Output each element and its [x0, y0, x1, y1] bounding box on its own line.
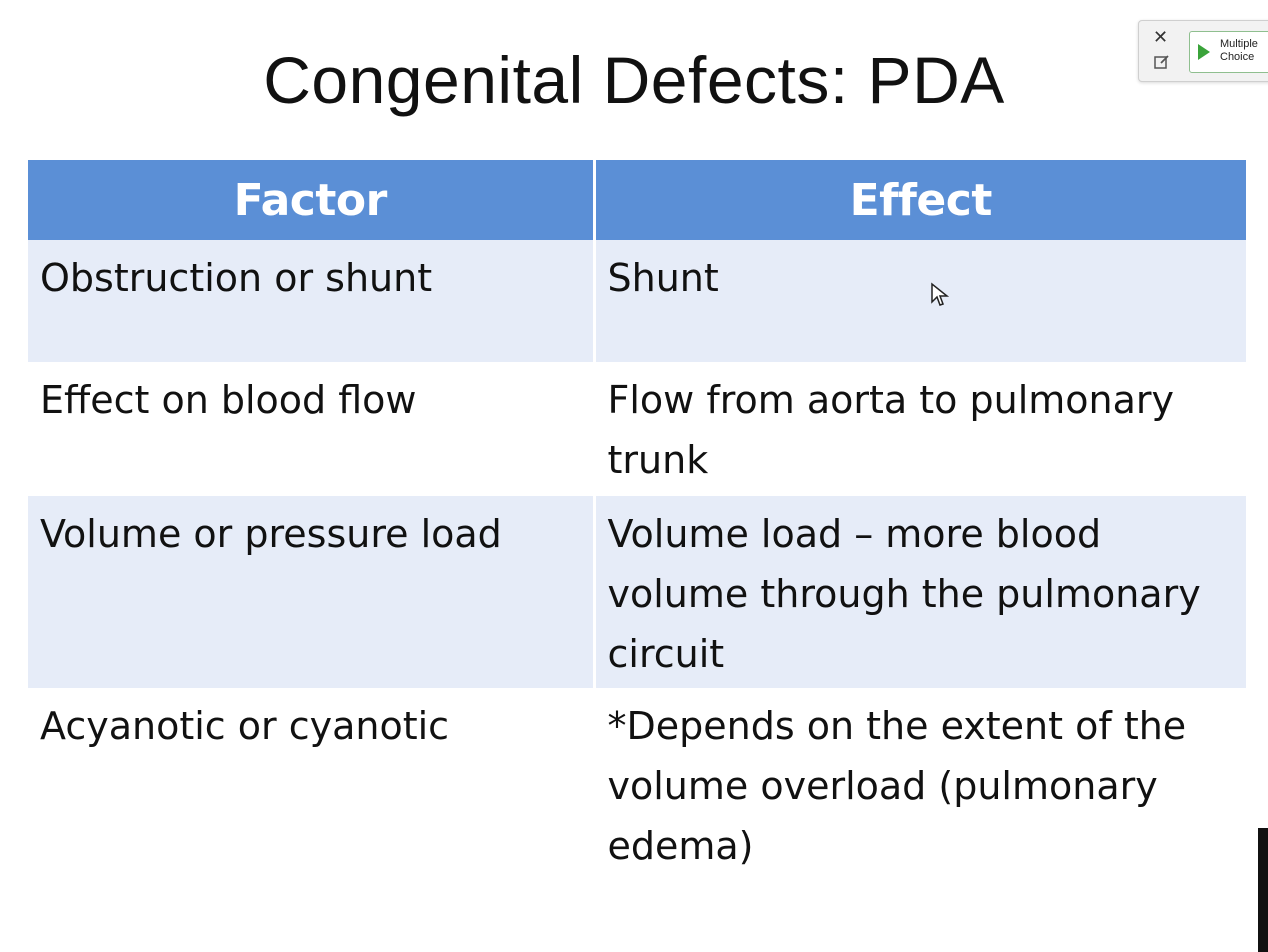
factor-cell: Acyanotic or cyanotic — [28, 688, 594, 888]
edit-icon[interactable] — [1153, 53, 1171, 71]
factor-cell: Effect on blood flow — [28, 362, 594, 496]
effect-cell: Shunt — [592, 240, 1246, 362]
play-icon — [1198, 44, 1210, 60]
multiple-choice-button[interactable]: Multiple Choice — [1189, 31, 1268, 73]
header-effect: Effect — [592, 160, 1246, 240]
factor-effect-table: Factor Effect Obstruction or shunt Shunt… — [28, 160, 1246, 888]
header-factor: Factor — [28, 160, 594, 240]
effect-cell: *Depends on the extent of the volume ove… — [592, 688, 1246, 888]
close-icon[interactable]: ✕ — [1153, 27, 1169, 48]
multiple-choice-label: Multiple Choice — [1220, 38, 1258, 63]
table-row: Acyanotic or cyanotic *Depends on the ex… — [28, 688, 1246, 888]
factor-cell: Obstruction or shunt — [28, 240, 594, 362]
table-row: Volume or pressure load Volume load – mo… — [28, 496, 1246, 688]
quiz-widget: ✕ Multiple Choice — [1138, 20, 1268, 82]
effect-cell: Volume load – more blood volume through … — [592, 496, 1246, 688]
table-header-row: Factor Effect — [28, 160, 1246, 240]
effect-cell: Flow from aorta to pulmonary trunk — [592, 362, 1246, 496]
factor-cell: Volume or pressure load — [28, 496, 594, 688]
table-row: Obstruction or shunt Shunt — [28, 240, 1246, 362]
window-edge — [1258, 828, 1268, 952]
mouse-pointer-icon — [931, 282, 950, 306]
slide-title: Congenital Defects: PDA — [263, 43, 1005, 117]
table-row: Effect on blood flow Flow from aorta to … — [28, 362, 1246, 496]
